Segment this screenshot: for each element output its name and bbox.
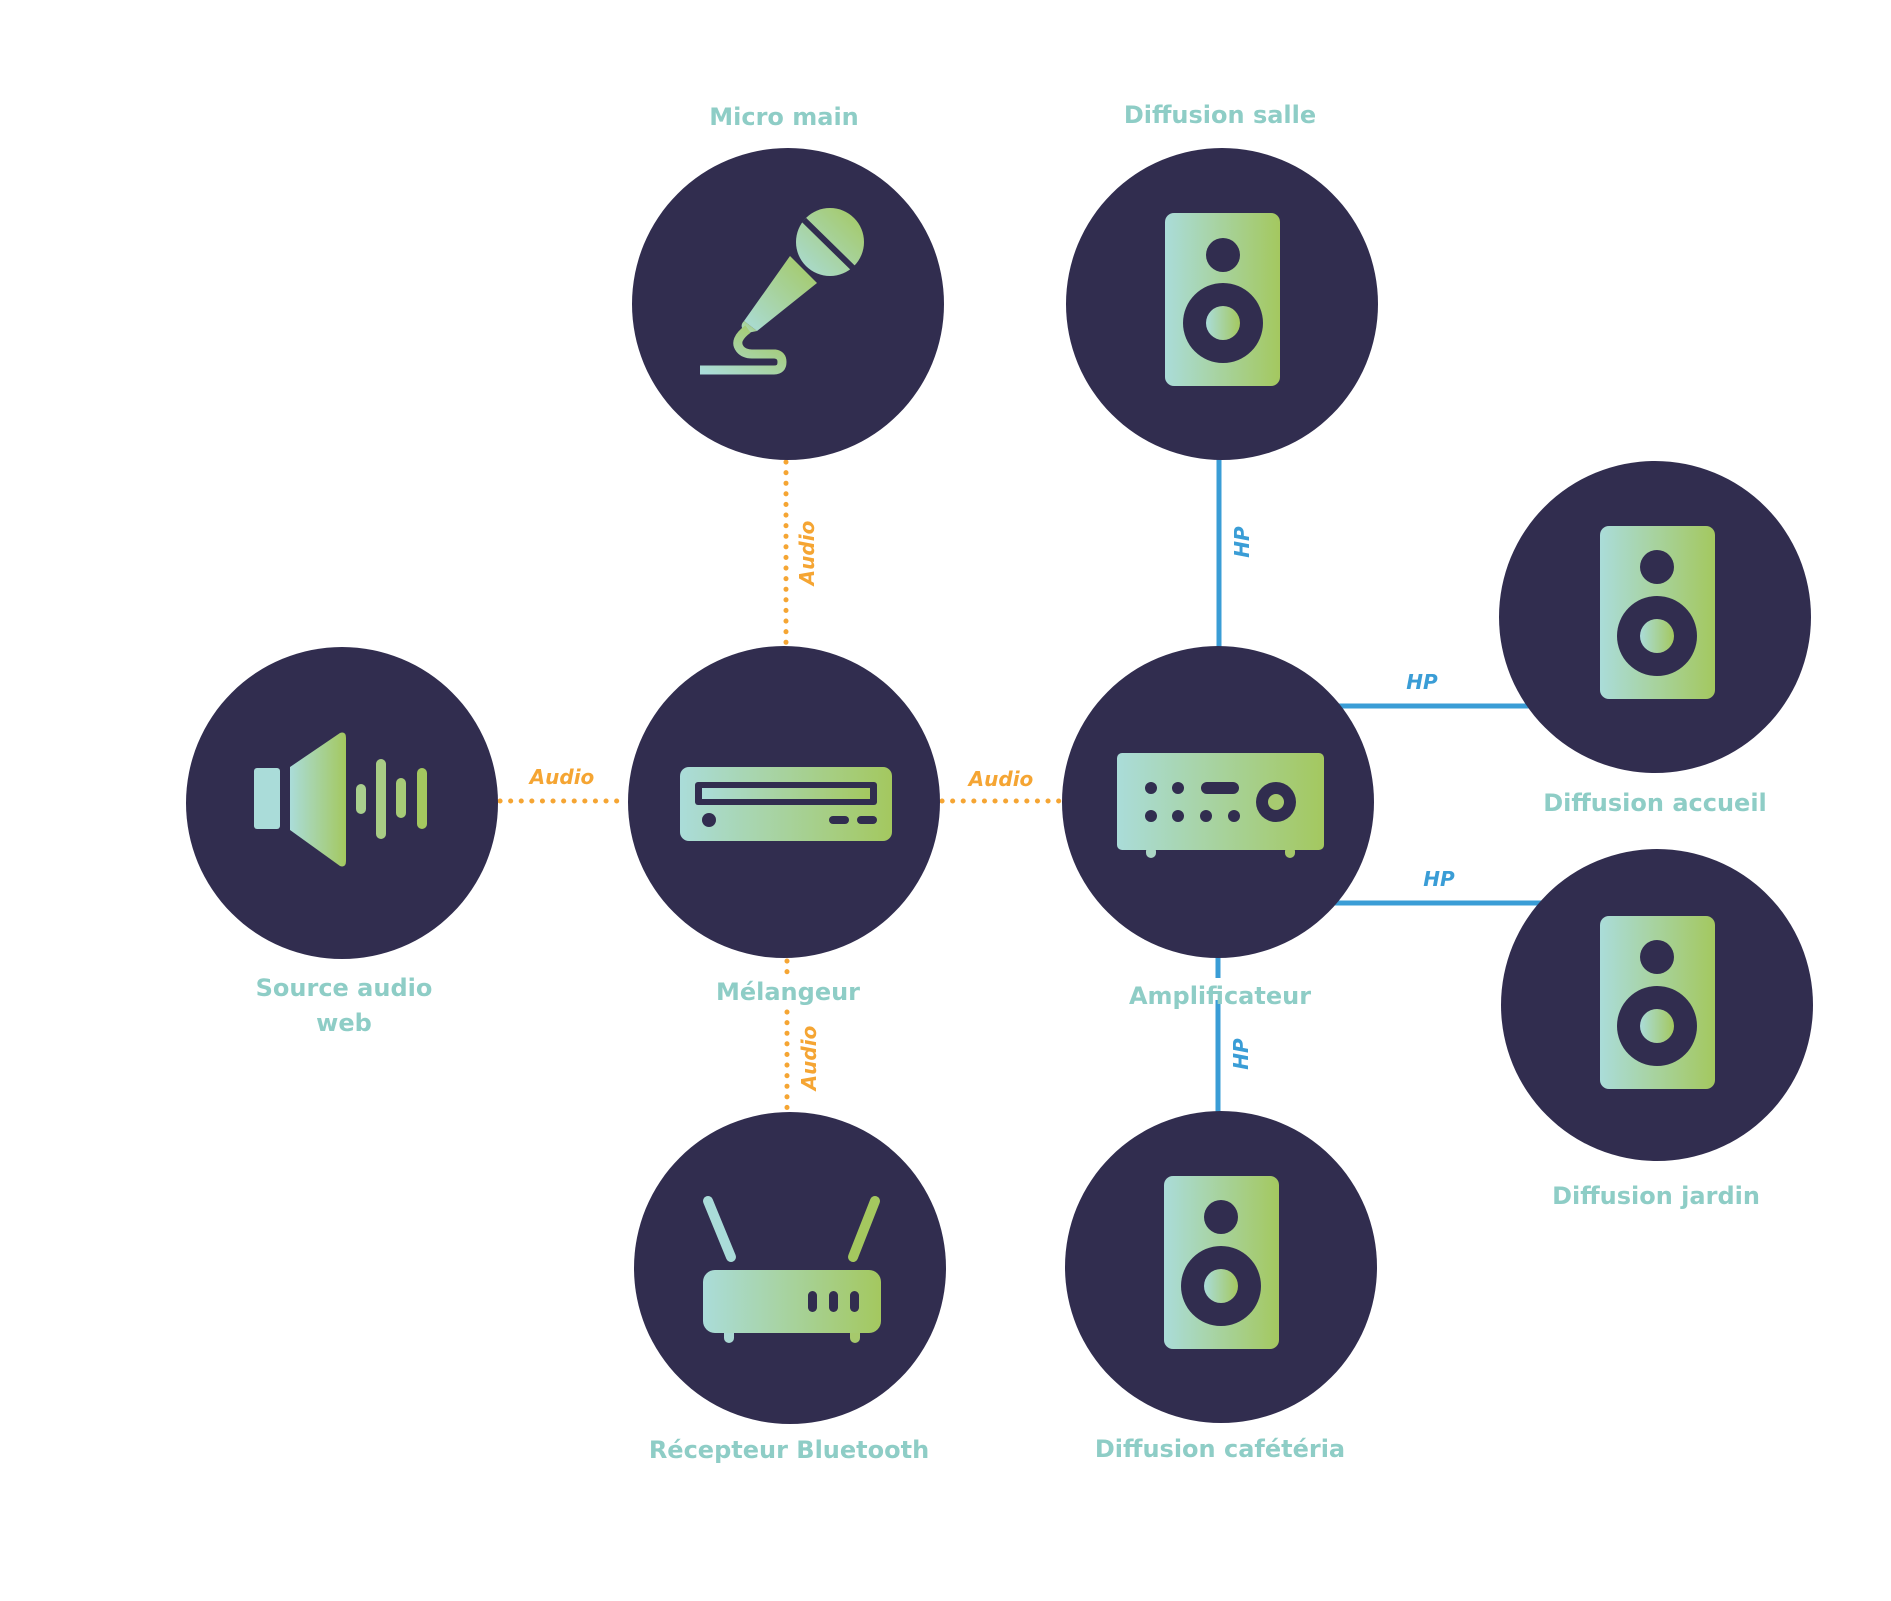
edge-label-ampli-jardin: HP <box>1423 867 1455 891</box>
node-label: Récepteur Bluetooth <box>649 1436 929 1464</box>
edge-label-recepteur-melangeur: Audio <box>797 1025 821 1092</box>
node-source-audio-web[interactable]: Source audio web <box>186 647 498 1037</box>
mixer-icon <box>680 767 892 841</box>
node-diffusion-accueil[interactable]: Diffusion accueil <box>1499 461 1811 817</box>
node-label: Diffusion jardin <box>1552 1182 1760 1210</box>
node-diffusion-salle[interactable]: Diffusion salle <box>1066 101 1378 460</box>
edge-label-micro-melangeur: Audio <box>795 520 819 587</box>
node-label-line-2: web <box>316 1009 372 1037</box>
amplifier-icon <box>1117 753 1324 858</box>
node-diffusion-jardin[interactable]: Diffusion jardin <box>1501 849 1813 1210</box>
speaker-icon <box>1600 526 1715 699</box>
speaker-icon <box>1164 1176 1279 1349</box>
node-recepteur-bluetooth[interactable]: Récepteur Bluetooth <box>634 1112 946 1464</box>
edges <box>497 458 1545 1112</box>
node-melangeur[interactable]: Mélangeur <box>628 646 940 1006</box>
node-label: Micro main <box>709 103 859 131</box>
node-label: Mélangeur <box>716 978 860 1006</box>
edge-label-melangeur-ampli: Audio <box>967 767 1034 791</box>
node-label: Diffusion accueil <box>1543 789 1767 817</box>
microphone-icon <box>700 208 864 375</box>
edge-label-source-melangeur: Audio <box>528 765 595 789</box>
edge-label-ampli-cafeteria: HP <box>1229 1038 1253 1070</box>
node-amplificateur[interactable]: Amplificateur <box>1062 646 1374 1010</box>
node-label: Diffusion cafétéria <box>1095 1435 1345 1463</box>
edge-label-ampli-accueil: HP <box>1406 670 1438 694</box>
node-label: Amplificateur <box>1129 982 1311 1010</box>
volume-wave-icon <box>254 732 427 867</box>
node-label: Diffusion salle <box>1124 101 1316 129</box>
edge-labels: Audio Audio Audio Audio HP HP HP HP <box>528 520 1455 1092</box>
speaker-icon <box>1600 916 1715 1089</box>
node-diffusion-cafeteria[interactable]: Diffusion cafétéria <box>1065 1111 1377 1463</box>
router-icon <box>703 1196 881 1343</box>
node-micro-main[interactable]: Micro main <box>632 103 944 460</box>
edge-label-ampli-salle: HP <box>1230 526 1254 558</box>
speaker-icon <box>1165 213 1280 386</box>
node-circle <box>634 1112 946 1424</box>
node-label-line-1: Source audio <box>256 974 433 1002</box>
